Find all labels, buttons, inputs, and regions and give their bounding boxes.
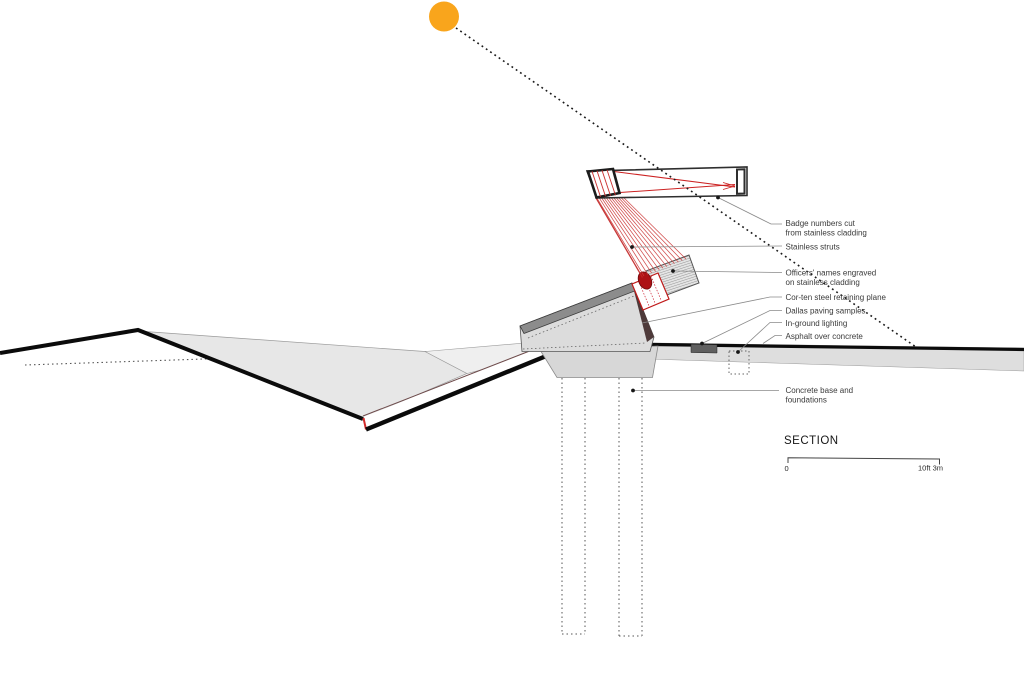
leader-asphalt: [762, 335, 782, 344]
walkway-bottom-edge: [365, 349, 557, 432]
leader-officers: [672, 270, 783, 273]
paving-sample-inset: [690, 343, 718, 354]
title-block: SECTION 0 10ft 3m: [784, 435, 943, 473]
red-dotted-hatch: [650, 275, 662, 301]
annotation-corten: Cor-ten steel retaining plane: [786, 293, 887, 302]
terrain-profile-line: [0, 327, 364, 421]
inground-light-box: [728, 350, 750, 375]
leader-badge: [717, 197, 782, 225]
annotation-lighting: In-ground lighting: [786, 319, 848, 328]
sun-group: [429, 1, 917, 348]
monument-body: [519, 282, 655, 352]
stainless-struts: [594, 193, 687, 278]
foundation-group: [540, 345, 659, 637]
annotation-struts: Stainless struts: [786, 243, 840, 252]
leader-lines: [631, 197, 783, 391]
leader-struts: [631, 245, 783, 248]
leader-dots: [630, 195, 740, 393]
cantilever-beam: [585, 166, 748, 199]
cladding-assembly: [631, 254, 700, 311]
sun-icon: [429, 1, 459, 32]
light-path-line: [722, 185, 736, 190]
badge-cut-line: [601, 170, 611, 196]
ground-plane-right: [615, 342, 1024, 375]
leader-lighting: [737, 322, 782, 353]
walkway-top-edge: [362, 344, 546, 417]
asphalt-top-edge: [615, 342, 1024, 352]
annotation-officers-2: on stainless cladding: [786, 278, 860, 287]
beam-end-cap: [736, 168, 746, 195]
annotation-base-2: foundations: [786, 395, 827, 404]
annotation-officers: Officers' names engraved: [786, 269, 877, 278]
annotations: Badge numbers cut from stainless claddin…: [786, 219, 887, 404]
annotation-base: Concrete base and: [786, 386, 854, 395]
leader-corten: [641, 296, 782, 324]
light-path-line: [619, 184, 736, 193]
badge-cut-line: [596, 170, 606, 197]
walkway-surface: [363, 345, 556, 428]
scale-max: 10ft 3m: [918, 464, 943, 473]
hidden-edge-dotted: [522, 342, 647, 350]
light-path-line: [722, 182, 736, 187]
annotation-asphalt: Asphalt over concrete: [786, 332, 864, 341]
badge-cut-line: [591, 171, 601, 197]
section-title: SECTION: [784, 435, 839, 447]
badge-panel: [586, 167, 622, 199]
scale-bar: [787, 457, 940, 465]
badge-cut-line: [606, 169, 616, 196]
annotation-badge: Badge numbers cut: [786, 219, 856, 228]
leader-paving: [701, 310, 782, 344]
terrain-left: [0, 327, 557, 432]
annotation-badge-2: from stainless cladding: [786, 228, 867, 237]
annotation-paving: Dallas paving samples: [786, 307, 866, 316]
retaining-body: [519, 282, 655, 352]
scale-zero: 0: [785, 464, 789, 473]
hidden-edge-dotted: [527, 295, 635, 339]
